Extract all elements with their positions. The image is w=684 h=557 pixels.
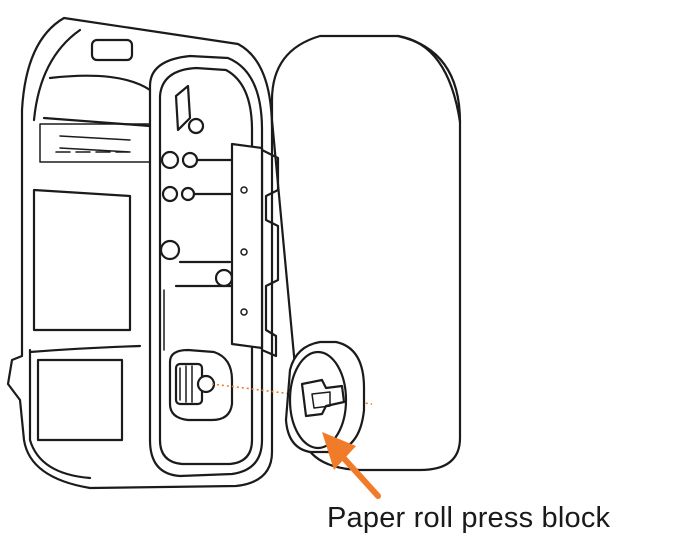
platen-mechanism	[159, 84, 238, 351]
latch-plate	[230, 142, 280, 358]
roll-spindle	[168, 348, 234, 422]
power-button	[90, 38, 134, 62]
press-block	[284, 340, 366, 454]
paper-compartment	[148, 54, 280, 478]
callout-arrow	[322, 432, 381, 499]
callout-label: Paper roll press block	[327, 502, 611, 534]
